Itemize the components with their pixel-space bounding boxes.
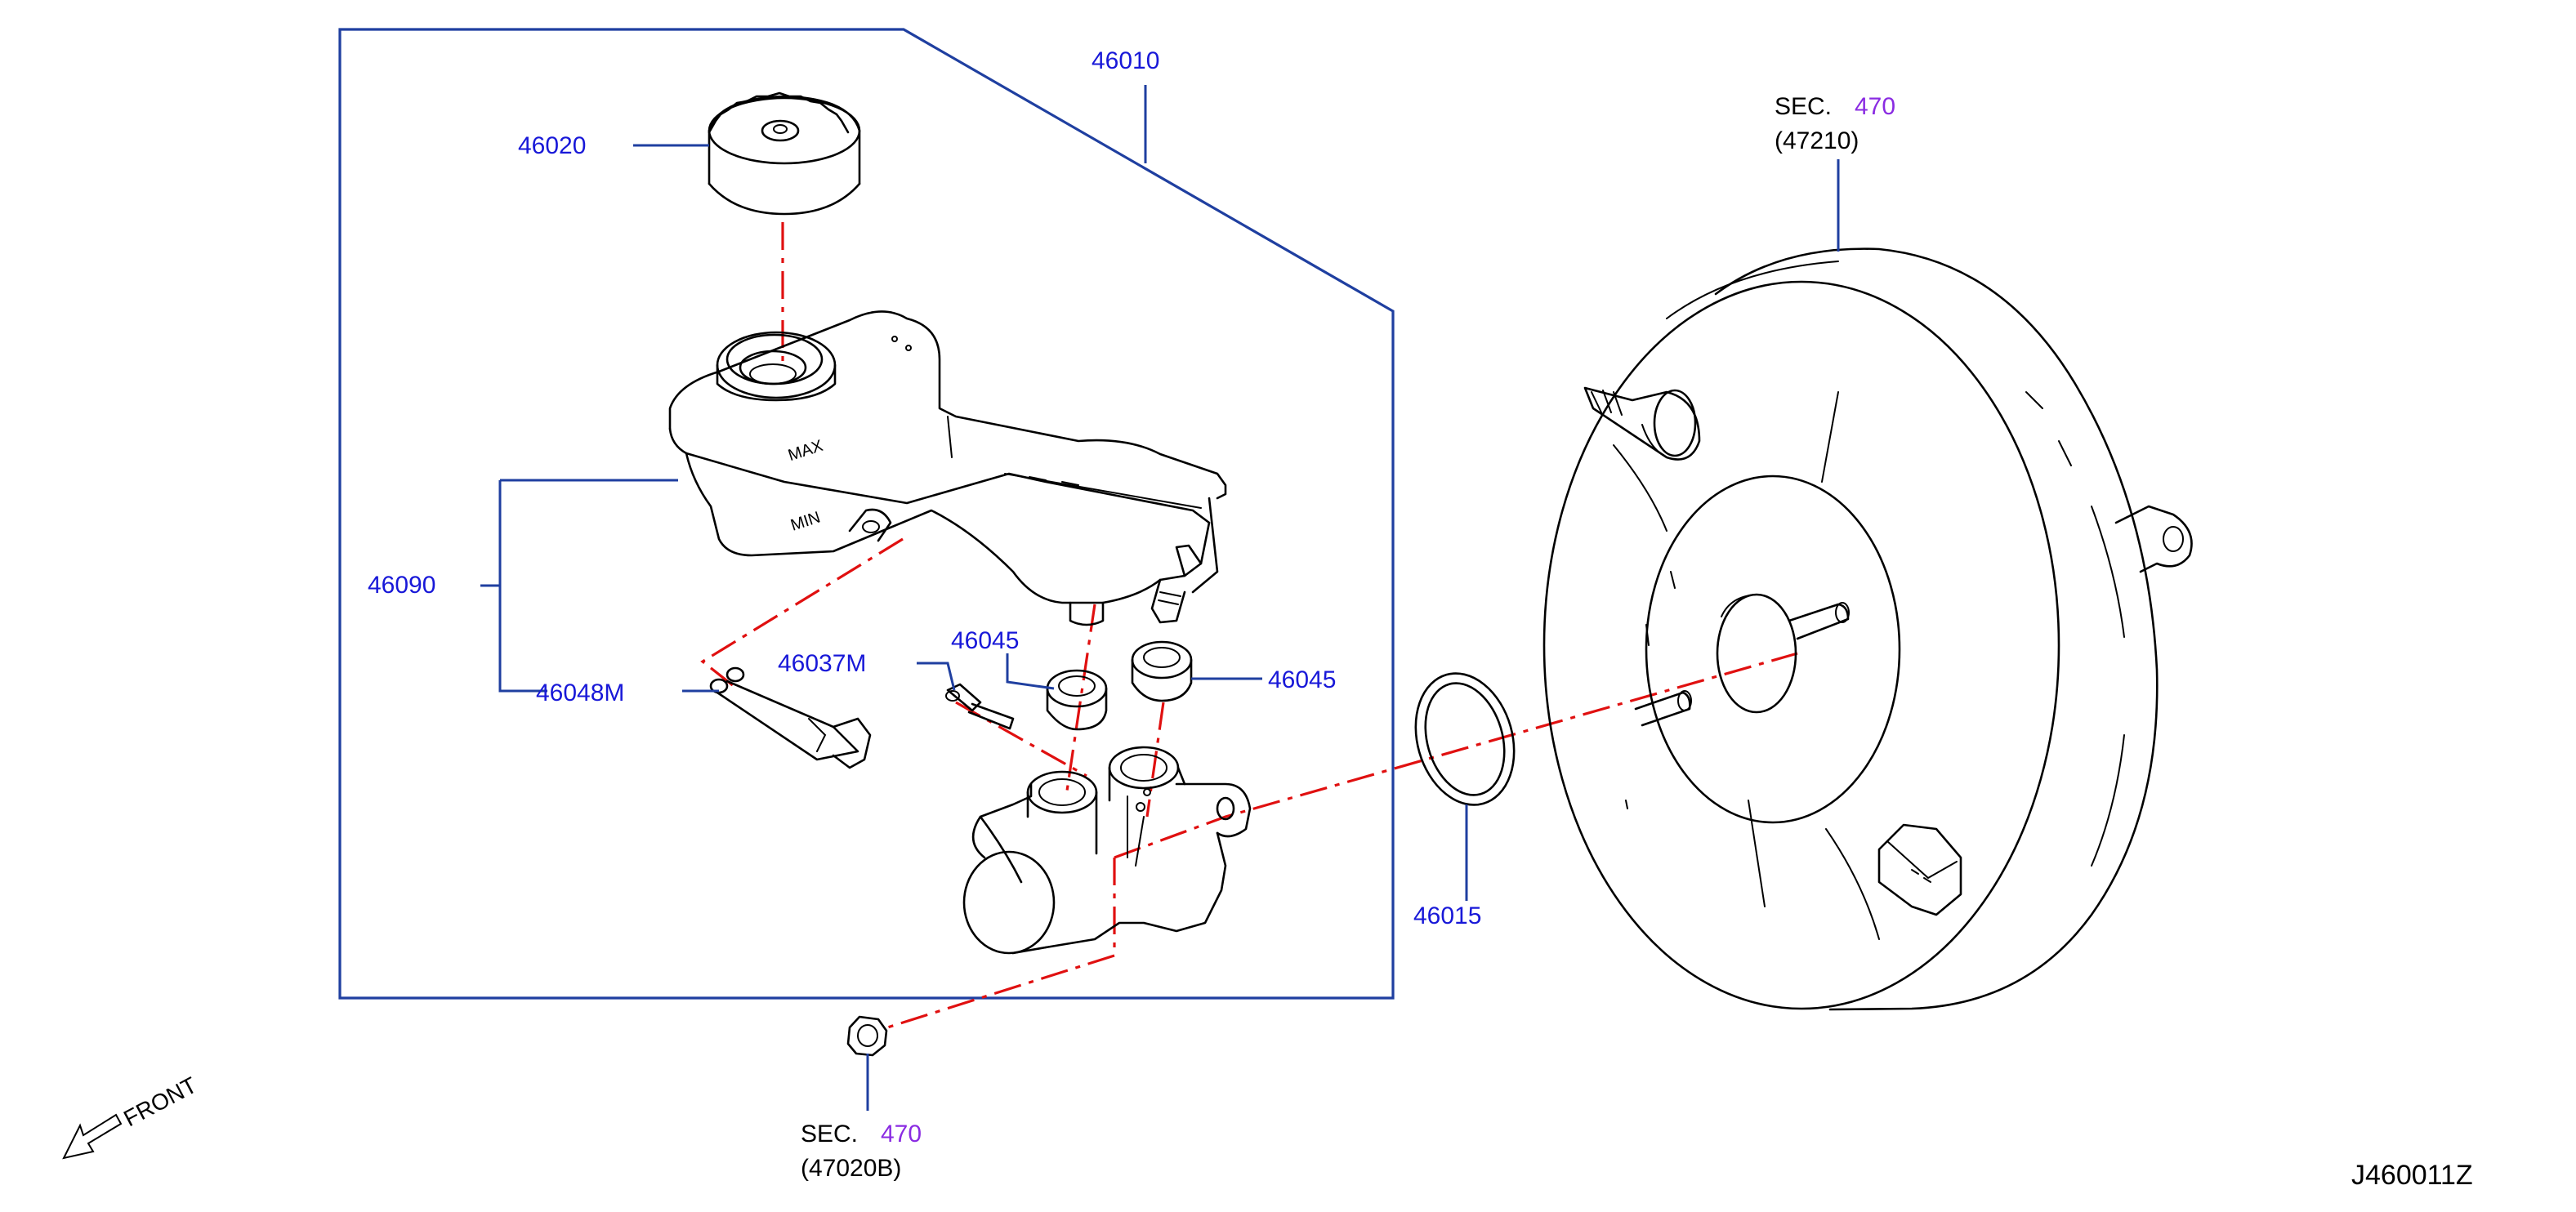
label-46037m: 46037M [778,650,866,677]
cylinder-pin-part [945,683,1015,730]
label-46045-right: 46045 [1268,666,1336,693]
label-46048m: 46048M [536,680,624,706]
sec-number-top: 470 [1855,93,1895,120]
nut-part [846,1015,888,1057]
front-direction-indicator: FRONT [62,1072,201,1160]
reservoir-pin-part [709,666,872,769]
grommet-right-part [1131,640,1193,702]
sec-number-bottom: 470 [881,1121,922,1147]
label-46020: 46020 [518,132,586,159]
front-label: FRONT [119,1072,201,1132]
min-mark: MIN [788,509,823,535]
label-46015: 46015 [1413,902,1481,929]
callout-leaders [480,85,1840,1111]
figure-id: J460011Z [2351,1160,2473,1191]
brake-booster-part [1542,247,2193,1011]
master-cylinder-part [962,746,1252,955]
reservoir-cap-part [708,91,861,216]
o-ring-part [1414,672,1516,806]
sec-prefix-top: SEC. [1775,93,1832,120]
assembly-boundary [338,28,1395,1000]
front-arrow-icon [62,1113,123,1160]
section-ref-nut: SEC. 470 (47020B) [801,1121,922,1182]
section-ref-booster: SEC. 470 (47210) [1775,93,1895,154]
sec-sub-top: (47210) [1775,127,1859,154]
sec-sub-bottom: (47020B) [801,1155,901,1182]
sec-prefix-bottom: SEC. [801,1121,858,1147]
label-46045-left: 46045 [951,627,1019,654]
max-mark: MAX [786,437,825,465]
center-lines [700,222,1798,1031]
reservoir-tank-part: MAX MIN [668,310,1227,626]
label-46010: 46010 [1092,47,1159,74]
label-46090: 46090 [368,572,435,599]
